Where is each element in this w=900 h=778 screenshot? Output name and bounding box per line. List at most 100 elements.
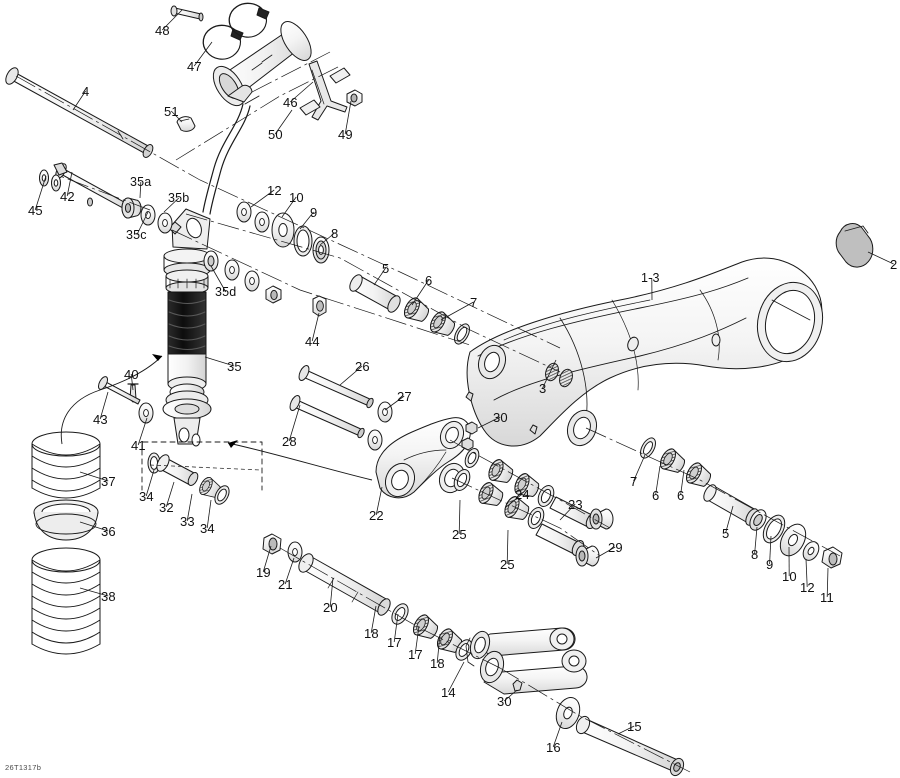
leader-line-7 — [440, 301, 474, 321]
callout-26: 26 — [355, 359, 370, 374]
leader-line-6b — [655, 465, 661, 496]
shaft-20 — [298, 553, 391, 616]
callout-41: 41 — [131, 438, 146, 453]
leader-line-19 — [262, 545, 272, 573]
leader-line-17a — [393, 613, 399, 643]
callout-37: 37 — [101, 474, 116, 489]
callout-36: 36 — [101, 524, 116, 539]
callout-30b: 30 — [497, 694, 512, 709]
leader-line-8 — [319, 232, 335, 246]
callout-35b: 35b — [168, 191, 190, 205]
callout-10: 10 — [289, 190, 304, 205]
callout-49: 49 — [338, 127, 353, 142]
cap-2 — [835, 223, 874, 268]
callout-11: 11 — [820, 590, 834, 605]
callout-50: 50 — [268, 127, 283, 142]
callout-23: 23 — [568, 497, 583, 512]
leader-line-28 — [288, 404, 301, 442]
leader-line-6c — [680, 469, 685, 496]
callout-29: 29 — [608, 540, 623, 555]
callout-28: 28 — [282, 434, 297, 449]
leader-line-10 — [281, 196, 297, 218]
callout-6b: 6 — [652, 488, 660, 503]
leader-line-15 — [617, 725, 635, 735]
seal-24a — [464, 448, 480, 468]
callout-51: 51 — [164, 104, 179, 119]
seal-25a — [453, 469, 471, 491]
leader-line-20 — [329, 577, 334, 608]
part-35b — [157, 212, 173, 234]
spring-seat-36 — [33, 499, 99, 541]
leader-line-2 — [867, 251, 894, 265]
callout-38: 38 — [101, 589, 116, 604]
washers-27 — [367, 401, 393, 451]
callout-17b: 17 — [408, 647, 423, 662]
leader-line-33 — [186, 493, 193, 522]
diagram-reference-code: 26T1317b — [5, 763, 42, 772]
callout-17a: 17 — [387, 635, 402, 650]
leader-line-9b — [769, 535, 772, 565]
boss-3 — [545, 362, 573, 388]
leader-line-44 — [311, 312, 320, 342]
callout-18a: 18 — [364, 626, 379, 641]
callout-24: 24 — [515, 487, 530, 502]
callout-30: 30 — [493, 410, 508, 425]
bearing-8b — [749, 509, 767, 531]
leader-line-21 — [284, 557, 295, 585]
leader-line-38 — [79, 587, 109, 597]
callout-9: 9 — [310, 205, 318, 220]
spring-38 — [31, 547, 101, 655]
callout-27: 27 — [397, 389, 412, 404]
bolt-26 — [298, 365, 374, 409]
leader-line-27 — [384, 395, 405, 411]
seal-24b — [537, 485, 555, 507]
callout-25a: 25 — [452, 527, 467, 542]
bolt-15 — [575, 715, 685, 777]
callout-25b: 25 — [500, 557, 515, 572]
leader-line-12 — [250, 189, 275, 208]
callout-35: 35 — [227, 359, 242, 374]
reservoir-assembly — [170, 2, 363, 215]
callout-1-3: 1-3 — [641, 271, 660, 285]
leader-line-6a — [411, 279, 429, 306]
leader-line-25b — [506, 529, 509, 565]
callout-5b: 5 — [722, 526, 730, 541]
callout-16: 16 — [546, 740, 561, 755]
leader-line-24 — [504, 493, 523, 509]
callout-3: 3 — [539, 381, 547, 396]
callout-34b: 34 — [200, 521, 215, 536]
clamp-47b — [228, 2, 270, 38]
callout-12: 12 — [267, 183, 282, 198]
washer-10b — [779, 523, 807, 557]
bushing-row-32-34 — [141, 441, 263, 505]
seal-25b — [527, 507, 545, 529]
callout-42: 42 — [60, 189, 75, 204]
leader-line-50 — [274, 109, 293, 135]
callout-2: 2 — [890, 257, 898, 272]
callout-20: 20 — [323, 600, 338, 615]
bearing-8 — [312, 236, 330, 264]
callout-48: 48 — [155, 23, 170, 38]
callout-7: 7 — [470, 295, 478, 310]
leader-line-35d — [210, 265, 227, 293]
nipple-30b — [512, 679, 523, 692]
callout-15: 15 — [627, 719, 642, 734]
seal-7b — [640, 437, 656, 459]
callout-40: 40 — [124, 367, 139, 382]
leader-line-18a — [370, 605, 377, 634]
sleeve-32 — [156, 454, 199, 486]
callout-22: 22 — [369, 508, 384, 523]
callout-6c: 6 — [677, 488, 685, 503]
bolt-28 — [289, 395, 365, 439]
callout-5: 5 — [382, 261, 390, 276]
callout-35d: 35d — [215, 285, 237, 299]
callout-35c: 35c — [126, 228, 147, 242]
leader-line-9 — [299, 211, 314, 230]
nut-49 — [346, 89, 363, 107]
leader-line-48 — [161, 9, 183, 31]
leader-line-25a — [458, 499, 461, 535]
callout-14: 14 — [441, 685, 456, 700]
leader-line-17b — [414, 625, 420, 655]
leader-line-34b — [206, 499, 212, 529]
leader-line-26 — [339, 365, 363, 386]
